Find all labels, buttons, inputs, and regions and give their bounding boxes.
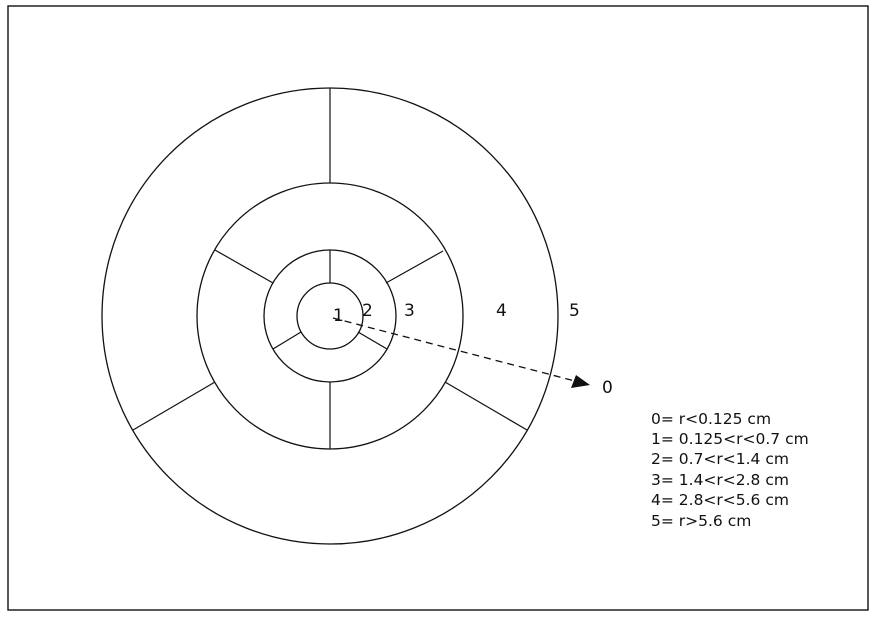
divider-ring4-lower-left (132, 381, 216, 431)
divider-ring4-lower-right (444, 381, 528, 431)
zone-label-3: 3 (404, 301, 415, 321)
divider-ring2-lower-right (357, 331, 388, 350)
zone-label-0-marker: 0 (602, 378, 613, 398)
divider-ring3-upper-left (214, 249, 274, 284)
divider-ring2-lower-left (272, 331, 302, 350)
radius-pointer (332, 317, 590, 388)
legend-item-4: 4= 2.8<r<5.6 cm (651, 491, 789, 509)
zone-label-4: 4 (496, 301, 507, 321)
sector-dividers (132, 88, 528, 449)
legend-item-3: 3= 1.4<r<2.8 cm (651, 471, 789, 489)
zone-label-1: 1 (333, 306, 344, 326)
zone-label-5: 5 (569, 301, 580, 321)
legend: 0= r<0.125 cm 1= 0.125<r<0.7 cm 2= 0.7<r… (651, 410, 809, 530)
legend-item-1: 1= 0.125<r<0.7 cm (651, 430, 809, 448)
legend-item-0: 0= r<0.125 cm (651, 410, 771, 428)
legend-item-2: 2= 0.7<r<1.4 cm (651, 450, 789, 468)
zone-label-2: 2 (362, 301, 373, 321)
circle-zone-1-boundary (296, 282, 364, 350)
divider-ring3-upper-right (385, 250, 444, 284)
arrow-head-icon (571, 375, 590, 388)
dashed-radius-line (332, 317, 576, 382)
diagram-border (7, 5, 869, 611)
legend-item-5: 5= r>5.6 cm (651, 512, 751, 530)
